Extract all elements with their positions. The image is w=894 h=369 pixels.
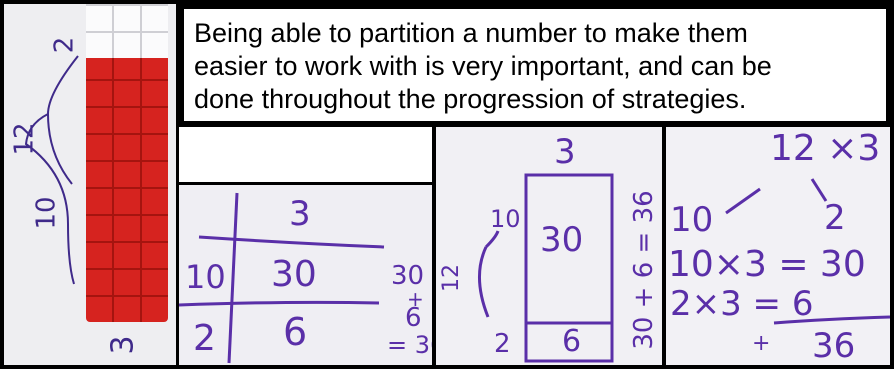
area-left-label: 12 [439, 264, 464, 292]
caption-line-2: easier to work with is very important, a… [194, 51, 772, 81]
split-lines [725, 178, 890, 325]
grid-sum-mid: 6 [405, 303, 422, 333]
label-three-base: 3 [105, 335, 141, 355]
area-product-bottom: 6 [562, 324, 582, 359]
label-ten: 10 [31, 196, 62, 230]
written-split-left: 10 [670, 200, 714, 240]
caption-line-1: Being able to partition a number to make… [194, 18, 748, 48]
written-line-2: 2×3 = 6 [670, 284, 814, 324]
written-top: 12 ×3 [770, 128, 881, 169]
grid-row2-left: 2 [193, 318, 216, 359]
grid-top: 3 [289, 194, 311, 234]
area-part-top: 10 [490, 205, 521, 233]
grid-lines [179, 192, 385, 364]
grid-method-panel: 3 10 30 2 6 30 + 6 = 36 [179, 185, 432, 365]
area-top: 3 [554, 132, 576, 172]
white-cubes [86, 4, 168, 58]
caption-line-3: done throughout the progression of strat… [194, 84, 747, 114]
grid-plus: + [407, 287, 424, 311]
written-total: 36 [812, 326, 856, 365]
red-cubes [86, 58, 168, 322]
written-plus: + [752, 331, 771, 356]
cube-tower [86, 4, 168, 322]
partition-brace [24, 55, 79, 285]
label-two: 2 [49, 36, 80, 54]
grid-total: = 36 [387, 331, 432, 359]
grid-row2-product: 6 [283, 310, 308, 354]
grid-row1-left: 10 [185, 258, 226, 296]
area-rectangle [477, 173, 614, 363]
area-vertical-sum: 30 + 6 = 36 [629, 190, 659, 350]
written-line-1: 10×3 = 30 [668, 244, 866, 285]
blank-area [179, 127, 432, 182]
label-twelve: 12 [9, 122, 40, 156]
grid-row1-product: 30 [271, 254, 317, 295]
grid-sum-top: 30 [391, 261, 425, 291]
written-method-panel: 12 ×3 10 2 10×3 = 30 2×3 = 6 + 36 [666, 127, 890, 365]
area-part-bottom: 2 [494, 329, 511, 359]
blocks-photo-panel: 2 12 10 3 [4, 4, 176, 365]
area-model-panel: 3 12 10 2 30 6 30 + 6 = 36 [436, 127, 662, 365]
written-split-right: 2 [824, 198, 846, 238]
area-product-top: 30 [540, 220, 584, 260]
caption-box: Being able to partition a number to make… [181, 6, 889, 124]
